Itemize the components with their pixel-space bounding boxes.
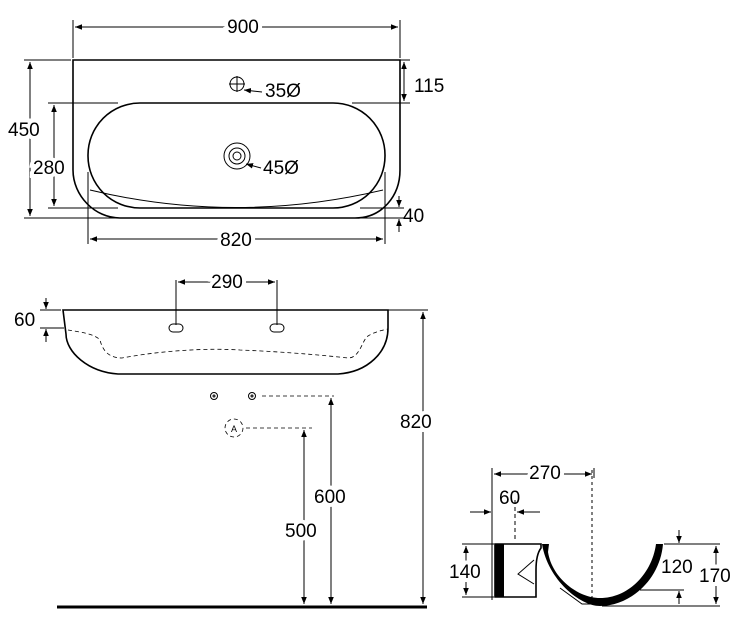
dim-60-rim: 60: [14, 310, 35, 331]
waste-trap-icon: A: [224, 418, 244, 438]
tap-hole-right: [269, 323, 285, 333]
basin-outline: [72, 59, 401, 219]
front-view: 290 60 A 820 600 500: [14, 268, 436, 609]
basin-front-outline: [62, 309, 389, 375]
dim-tap-hole-diameter: 35Ø: [265, 81, 301, 102]
dim-115: 115: [414, 76, 444, 97]
dim-60-side: 60: [499, 488, 520, 509]
dim-280: 280: [33, 158, 65, 179]
dim-40: 40: [403, 206, 424, 227]
bowl-outline: [87, 102, 386, 209]
valve-icon: [210, 392, 256, 400]
dim-140: 140: [449, 562, 481, 583]
bowl-hidden-line: [67, 328, 389, 359]
side-section-view: 270 60 140 120 170: [445, 459, 735, 607]
tap-hole-icon: [229, 76, 245, 92]
dim-290: 290: [211, 272, 243, 293]
front-rim-curve: [89, 189, 384, 208]
dim-120: 120: [661, 557, 693, 578]
dim-900: 900: [227, 17, 259, 38]
dim-820-top: 820: [220, 230, 252, 251]
waste-outlet-icon: [223, 142, 251, 170]
dim-170: 170: [699, 566, 731, 587]
dim-500: 500: [285, 521, 317, 542]
tap-hole-left: [168, 323, 184, 333]
dim-820-front: 820: [400, 412, 432, 433]
dim-waste-diameter: 45Ø: [263, 158, 299, 179]
dim-270: 270: [529, 463, 561, 484]
basin-section: [493, 544, 663, 606]
dim-600: 600: [314, 487, 346, 508]
svg-text:A: A: [231, 424, 237, 434]
top-view: 900 450 280 115 35Ø 45Ø 40 820: [4, 13, 444, 255]
dim-450: 450: [8, 120, 40, 141]
